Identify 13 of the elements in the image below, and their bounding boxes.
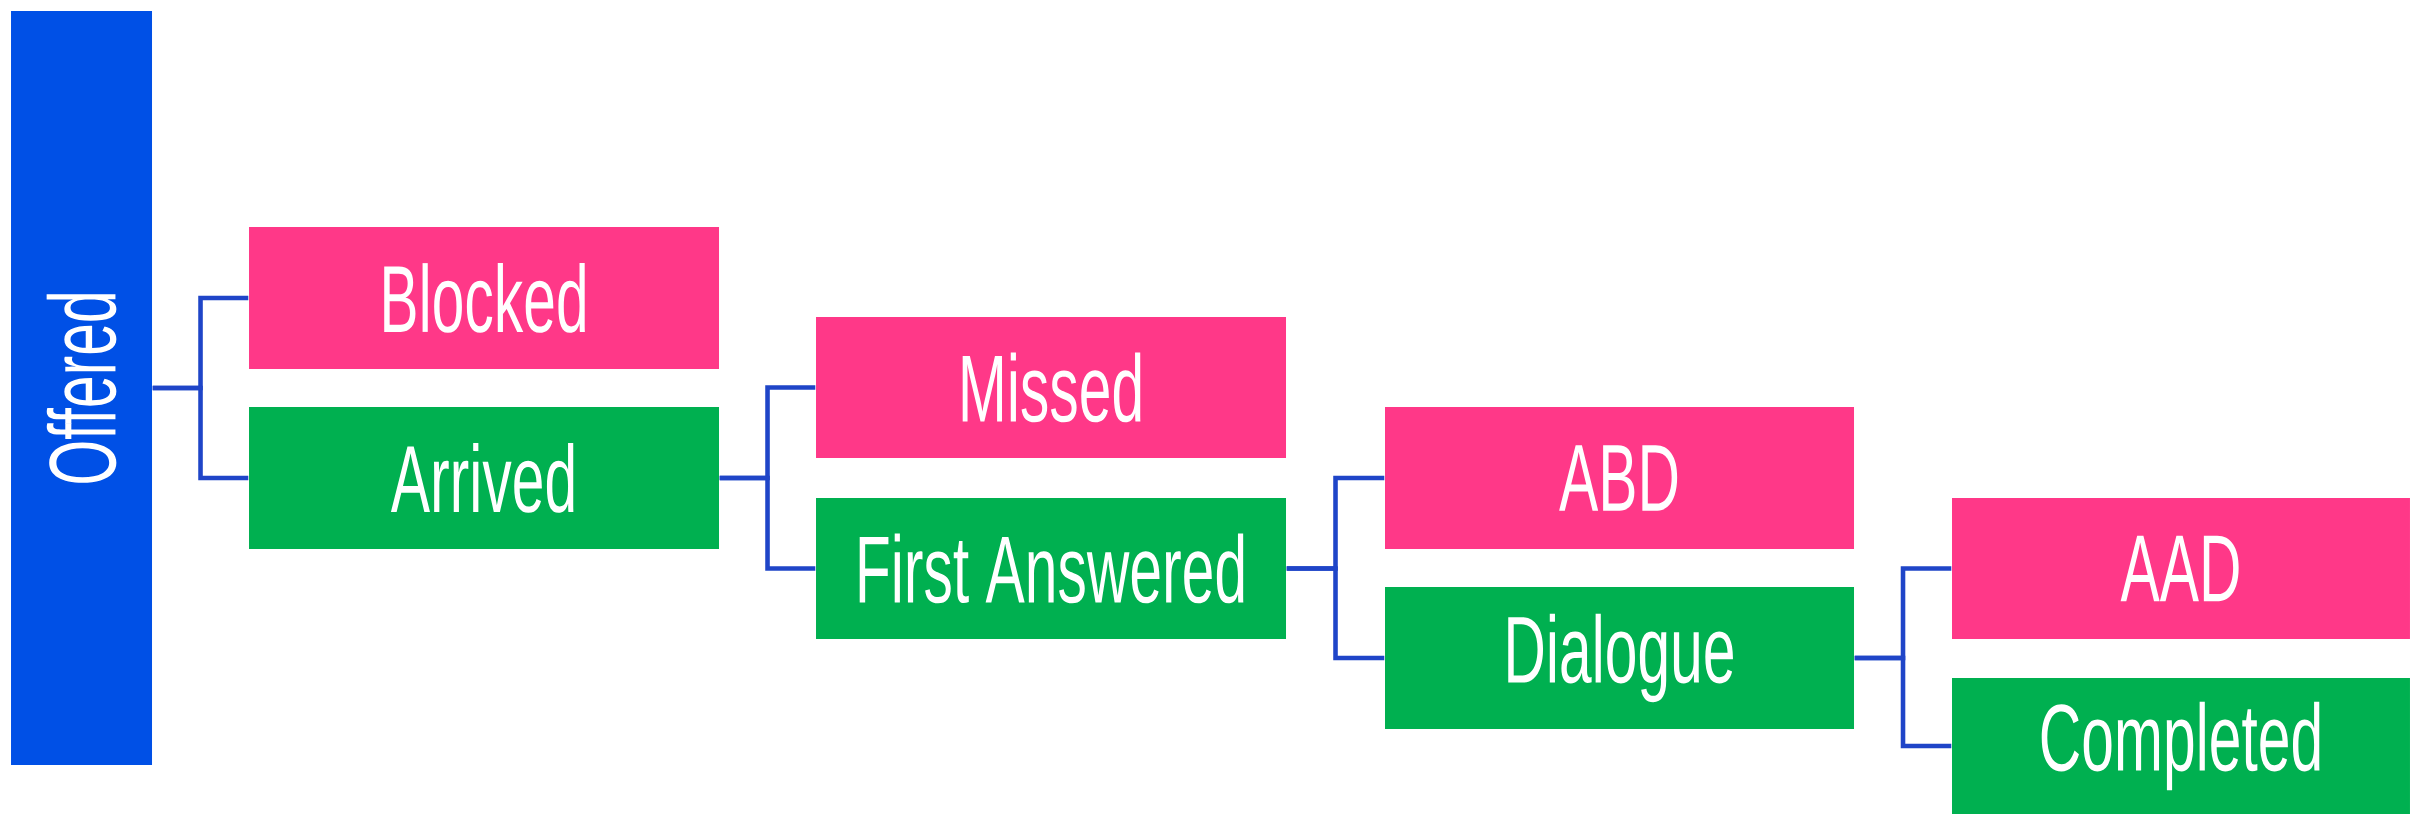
stage-bar: Offered (11, 11, 152, 765)
stage-box: Arrived (249, 407, 719, 549)
connector (1286, 566, 1385, 661)
outcome-box: AAD (1952, 498, 2410, 639)
connector (719, 475, 816, 571)
outcome-box: ABD (1385, 407, 1854, 549)
outcome-box: Blocked (249, 227, 719, 369)
connector (152, 385, 249, 481)
stage-box: Dialogue (1385, 587, 1854, 729)
stage-box: First Answered (816, 498, 1286, 639)
connector (1854, 655, 1952, 749)
outcome-box: Missed (816, 317, 1286, 458)
stage-box: Completed (1952, 678, 2410, 814)
